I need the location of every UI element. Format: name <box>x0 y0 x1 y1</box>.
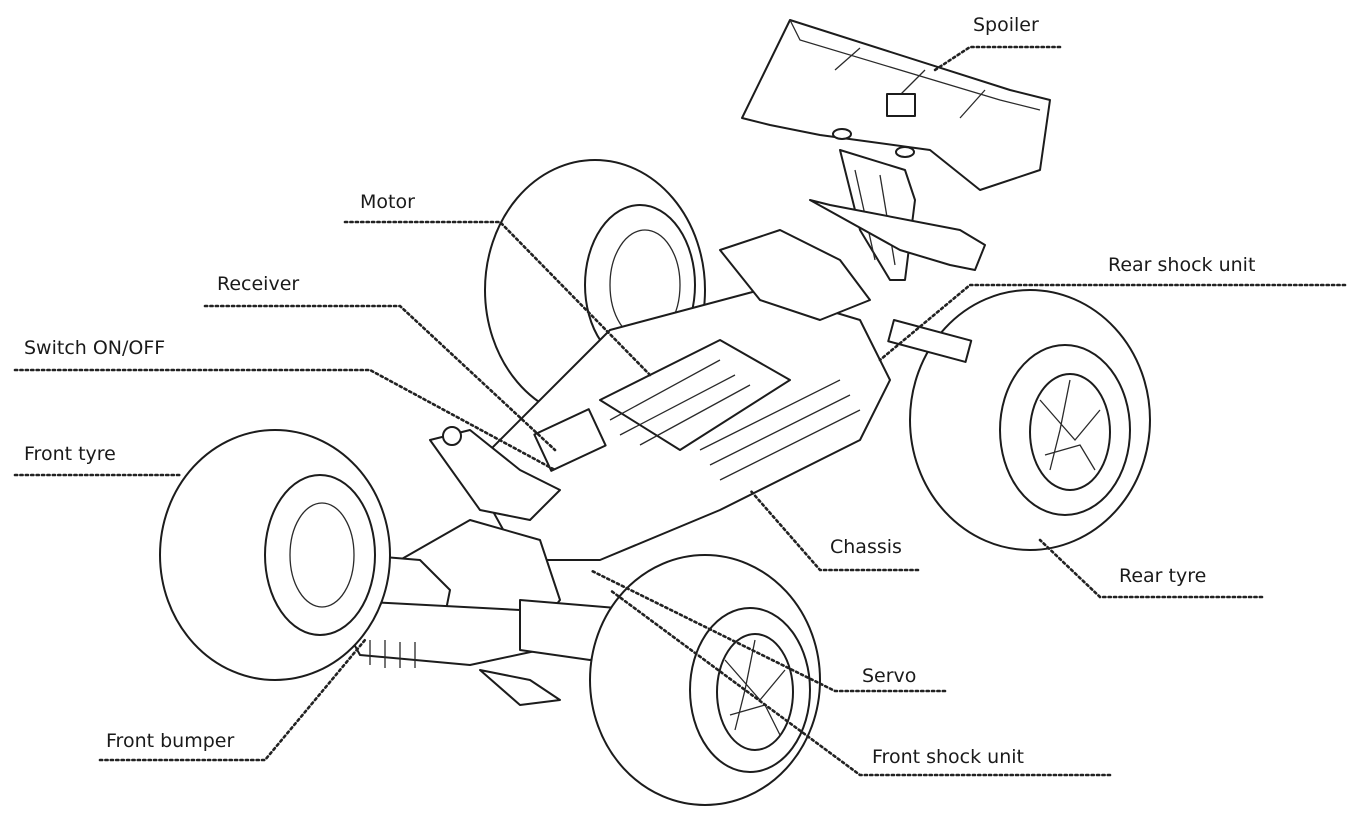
leader-spoiler <box>933 45 1062 72</box>
chassis <box>469 199 986 561</box>
leader-front-bumper <box>98 638 367 762</box>
label-servo: Servo <box>862 665 917 687</box>
leader-chassis <box>748 488 920 572</box>
rear-tyre <box>909 289 1151 551</box>
label-receiver: Receiver <box>217 273 300 295</box>
leader-motor <box>343 220 652 377</box>
leader-servo <box>588 568 947 693</box>
front-tyre <box>159 429 391 681</box>
leader-switch <box>13 368 557 472</box>
label-rear-shock: Rear shock unit <box>1108 254 1256 276</box>
label-front-tyre: Front tyre <box>24 443 116 465</box>
label-spoiler: Spoiler <box>973 14 1039 36</box>
label-rear-tyre: Rear tyre <box>1119 565 1207 587</box>
label-motor: Motor <box>360 191 415 213</box>
leader-front-shock <box>608 588 1112 777</box>
label-front-shock: Front shock unit <box>872 746 1024 768</box>
leader-rear-tyre <box>1038 538 1264 599</box>
leader-receiver <box>203 304 557 452</box>
leader-rear-shock <box>878 283 1347 362</box>
label-chassis: Chassis <box>830 536 902 558</box>
label-front-bumper: Front bumper <box>106 730 235 752</box>
label-switch: Switch ON/OFF <box>24 337 166 359</box>
front-right-tyre <box>589 554 821 806</box>
leader-lines <box>13 45 1347 777</box>
